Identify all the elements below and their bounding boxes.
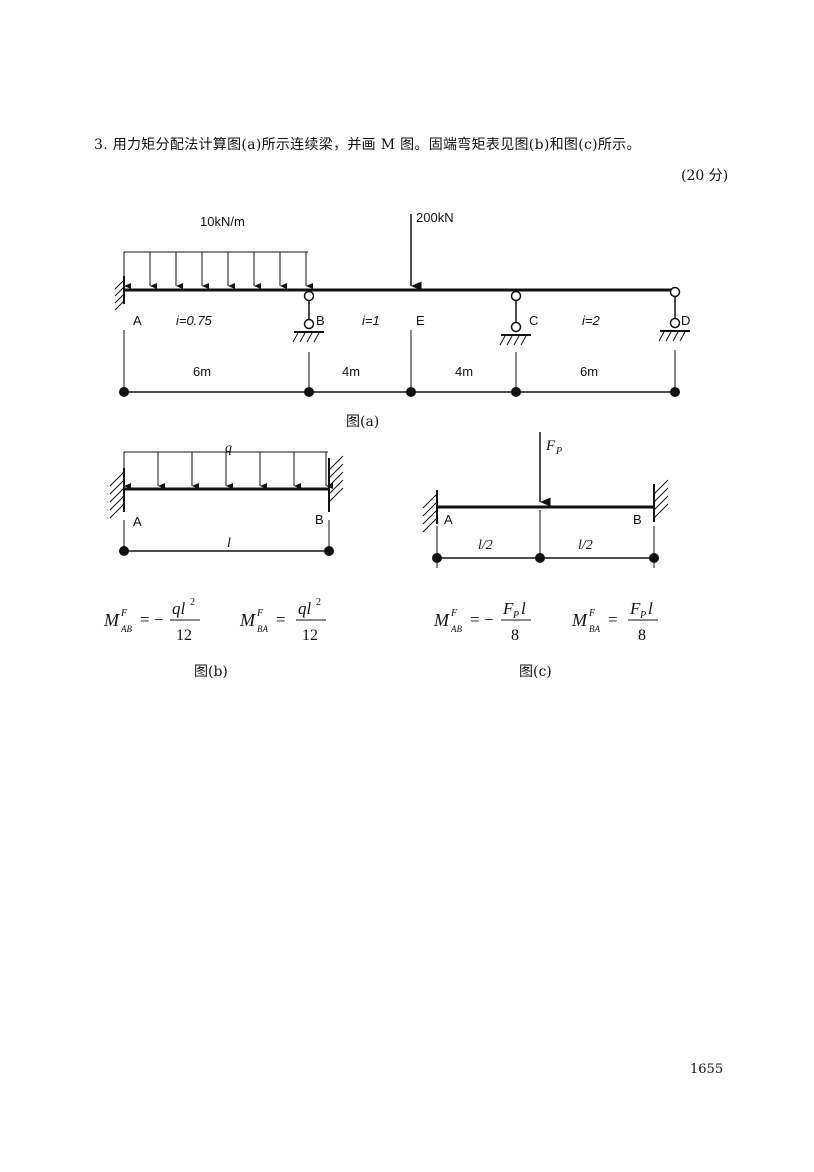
svg-text:F: F — [120, 608, 128, 619]
figure-c-node-b: B — [633, 512, 642, 527]
svg-text:2: 2 — [316, 597, 321, 608]
question-points: (20 分) — [681, 168, 729, 184]
figure-b-distributed-load — [123, 451, 333, 489]
svg-text:M: M — [433, 610, 450, 630]
figure-a-point-load-label: 200kN — [416, 210, 454, 225]
svg-text:P: P — [555, 446, 562, 457]
svg-text:8: 8 — [638, 627, 646, 644]
figure-b-caption: 图(b) — [194, 664, 228, 680]
figure-c-formula-right: M F BA = F P l 8 — [571, 599, 658, 644]
figure-b-span-label: l — [227, 536, 231, 551]
svg-text:BA: BA — [589, 624, 600, 634]
figure-a-support-c — [499, 290, 531, 346]
svg-text:l: l — [521, 599, 526, 618]
figure-c-load-label: F P — [545, 438, 562, 457]
figure-a-dimension-line — [119, 330, 680, 397]
figure-a-node-c: C — [529, 313, 538, 328]
figure-a-span-1: 6m — [193, 364, 211, 379]
svg-text:M: M — [239, 610, 256, 630]
svg-text:F: F — [545, 438, 556, 454]
figure-a-node-a: A — [133, 313, 142, 328]
figure-b-fixed-support-a — [109, 468, 125, 519]
figure-a-span-2: 4m — [342, 364, 360, 379]
figure-a-node-b: B — [316, 313, 325, 328]
figure-c-span-1: l/2 — [478, 538, 493, 553]
figure-a-udl-label: 10kN/m — [200, 214, 245, 229]
figure-b-formula-right: M F BA = ql 2 12 — [239, 597, 326, 644]
figure-a-node-d: D — [681, 313, 690, 328]
svg-text:=: = — [608, 610, 618, 629]
svg-text:l: l — [648, 599, 653, 618]
question-text: 3. 用力矩分配法计算图(a)所示连续梁，并画 M 图。固端弯矩表见图(b)和图… — [94, 137, 641, 153]
svg-text:P: P — [639, 610, 646, 621]
figure-b-dimension-line — [119, 520, 334, 556]
figure-c-node-a: A — [444, 512, 453, 527]
svg-text:F: F — [629, 599, 641, 618]
svg-text:AB: AB — [120, 624, 132, 634]
svg-text:ql: ql — [298, 599, 312, 618]
figure-c — [422, 432, 669, 568]
figure-a-caption: 图(a) — [346, 414, 379, 430]
figure-c-dimension-line — [432, 510, 659, 568]
figure-a — [114, 214, 690, 397]
figure-a-stiffness-cd: i=2 — [582, 313, 600, 328]
svg-text:ql: ql — [172, 599, 186, 618]
figure-c-formula-left: M F AB = − F P l 8 — [433, 599, 531, 644]
figure-a-span-3: 4m — [455, 364, 473, 379]
figure-a-fixed-support-a — [114, 276, 125, 311]
figure-b-formula-left: M F AB = − ql 2 12 — [103, 597, 200, 644]
figure-c-span-2: l/2 — [578, 538, 593, 553]
figure-b-fixed-support-b — [328, 455, 344, 512]
svg-text:BA: BA — [257, 624, 268, 634]
svg-text:= −: = − — [470, 610, 493, 629]
figure-c-fixed-support-b — [653, 479, 669, 522]
figure-a-support-d — [658, 286, 690, 342]
svg-text:F: F — [588, 608, 596, 619]
svg-text:12: 12 — [176, 627, 192, 644]
svg-text:8: 8 — [511, 627, 519, 644]
figure-b — [109, 451, 344, 556]
page-number: 1655 — [690, 1062, 724, 1077]
svg-text:2: 2 — [190, 597, 195, 608]
figure-c-caption: 图(c) — [519, 664, 552, 680]
figure-a-stiffness-ab: i=0.75 — [176, 313, 213, 328]
figure-a-node-e: E — [416, 313, 425, 328]
svg-text:F: F — [450, 608, 458, 619]
figure-a-support-b — [292, 290, 324, 343]
svg-text:12: 12 — [302, 627, 318, 644]
svg-text:=: = — [276, 610, 286, 629]
figure-b-node-b: B — [315, 512, 324, 527]
svg-text:M: M — [571, 610, 588, 630]
svg-text:F: F — [256, 608, 264, 619]
svg-text:AB: AB — [450, 624, 462, 634]
figure-c-fixed-support-a — [422, 490, 438, 533]
svg-text:M: M — [103, 610, 120, 630]
figure-a-span-4: 6m — [580, 364, 598, 379]
figure-b-node-a: A — [133, 514, 142, 529]
figure-a-stiffness-be: i=1 — [362, 313, 380, 328]
svg-text:P: P — [512, 610, 519, 621]
figure-b-load-label: q — [225, 441, 232, 456]
svg-text:= −: = − — [140, 610, 163, 629]
svg-text:F: F — [502, 599, 514, 618]
figure-a-distributed-load — [123, 251, 313, 289]
